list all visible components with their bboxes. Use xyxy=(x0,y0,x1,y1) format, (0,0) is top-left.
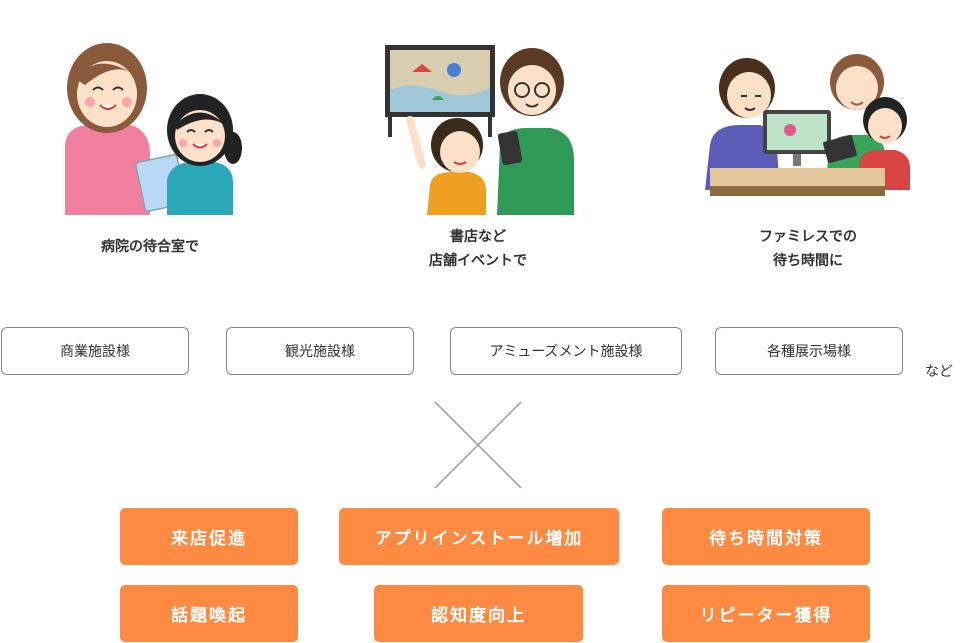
facilities-suffix: など xyxy=(925,364,953,380)
benefit-repeater: リピーター獲得 xyxy=(662,585,870,642)
scene-caption-line: 書店など xyxy=(450,229,506,245)
scene-caption-line: ファミレスでの xyxy=(759,229,857,245)
scene-caption-line: 病院の待合室で xyxy=(101,239,199,255)
facility-exhibition: 各種展示場様 xyxy=(715,327,903,375)
facility-commercial: 商業施設様 xyxy=(1,327,189,375)
benefit-app-install: アプリインストール増加 xyxy=(339,508,619,565)
facility-tourism: 観光施設様 xyxy=(226,327,414,375)
scene-caption-restaurant: ファミレスでの 待ち時間に xyxy=(708,225,908,273)
family-restaurant-illustration xyxy=(705,54,910,196)
benefit-store-visit: 来店促進 xyxy=(120,508,298,565)
scene-caption-line: 待ち時間に xyxy=(773,253,843,269)
scene-caption-line: 店舗イベントで xyxy=(429,253,527,269)
benefit-buzz: 話題喚起 xyxy=(120,585,298,642)
benefit-awareness: 認知度向上 xyxy=(374,585,583,642)
facility-amusement: アミューズメント施設様 xyxy=(450,327,682,375)
benefit-wait-time: 待ち時間対策 xyxy=(662,508,870,565)
cross-mark-icon xyxy=(434,401,522,489)
scene-caption-hospital: 病院の待合室で xyxy=(50,235,250,259)
bookstore-event-illustration xyxy=(385,45,574,215)
hospital-waiting-illustration xyxy=(65,43,242,215)
scene-caption-bookstore: 書店など 店舗イベントで xyxy=(378,225,578,273)
